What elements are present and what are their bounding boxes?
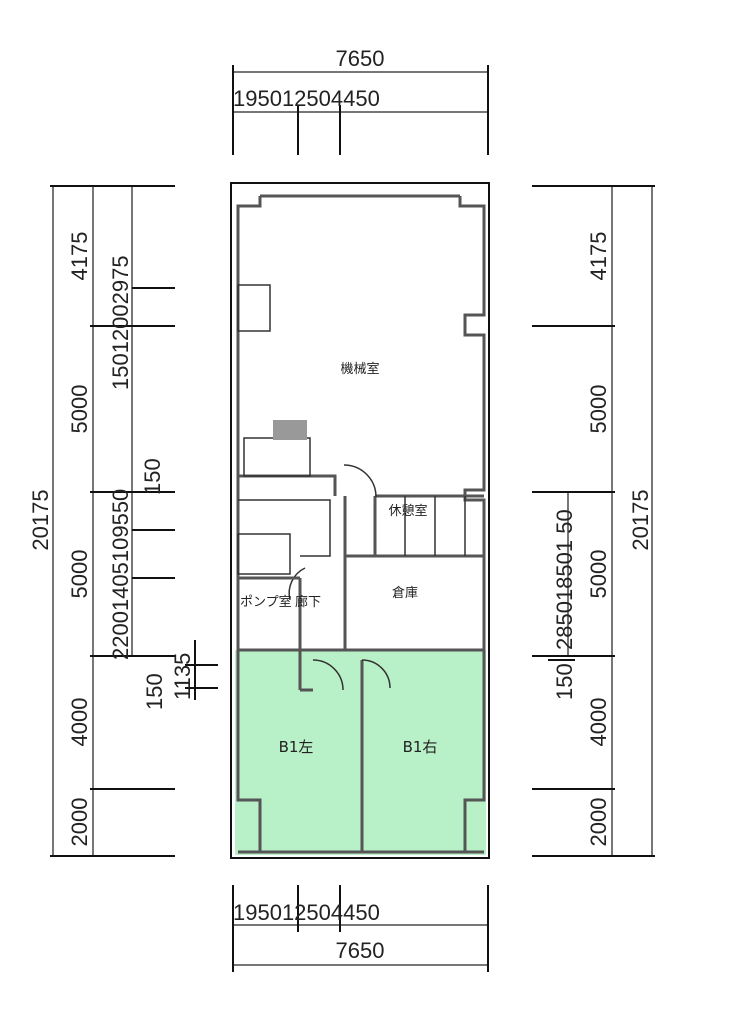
- top-dimensions: 7650 195012504450: [232, 46, 489, 155]
- right-dimension-4175: 4175: [586, 232, 611, 281]
- left-inner-dimension-1135: 1135: [170, 653, 195, 700]
- bottom-segment-dimensions: 195012504450: [233, 900, 380, 925]
- left-dimension-2000: 2000: [67, 798, 92, 847]
- left-inner-dimension-middle: 22001405109550: [108, 489, 133, 660]
- room-corridor: 廊下: [295, 594, 321, 610]
- room-break-room: 休憩室: [388, 503, 427, 519]
- right-dimension-4000: 4000: [586, 698, 611, 747]
- left-dimension-4000: 4000: [67, 698, 92, 747]
- right-dimensions: 20175 4175 5000 5000 4000 2000 285018501…: [532, 185, 655, 857]
- bottom-total-dimension: 7650: [336, 938, 385, 963]
- right-dimension-5000-b: 5000: [586, 550, 611, 599]
- top-segment-dimensions: 195012504450: [233, 86, 380, 111]
- right-dimension-2000: 2000: [586, 798, 611, 847]
- room-storage: 倉庫: [392, 586, 418, 601]
- top-total-dimension: 7650: [336, 46, 385, 71]
- bottom-dimensions: 195012504450 7650: [232, 885, 489, 972]
- room-machine-room: 機械室: [340, 361, 379, 377]
- room-b1-right: B1右: [403, 738, 438, 756]
- left-dimension-5000-b: 5000: [67, 550, 92, 599]
- left-total-dimension: 20175: [28, 489, 53, 550]
- right-total-dimension: 20175: [628, 489, 653, 550]
- room-pump-room: ポンプ室: [240, 594, 292, 610]
- room-b1-left: B1左: [279, 738, 314, 756]
- building-outline: [230, 182, 490, 859]
- left-inner-dimension-150: 150: [140, 458, 165, 495]
- right-inner-dimension-middle: 285018501 50: [552, 509, 577, 650]
- right-dimension-5000-a: 5000: [586, 385, 611, 434]
- left-dimensions: 20175 4175 5000 5000 4000 2000 150120029…: [28, 185, 218, 857]
- left-dimension-4175: 4175: [67, 232, 92, 281]
- left-inner-dimension-lower-150: 150: [142, 673, 167, 710]
- right-inner-dimension-150: 150: [552, 663, 577, 700]
- left-inner-dimension-upper: 15012002975: [108, 255, 133, 390]
- left-dimension-5000-a: 5000: [67, 385, 92, 434]
